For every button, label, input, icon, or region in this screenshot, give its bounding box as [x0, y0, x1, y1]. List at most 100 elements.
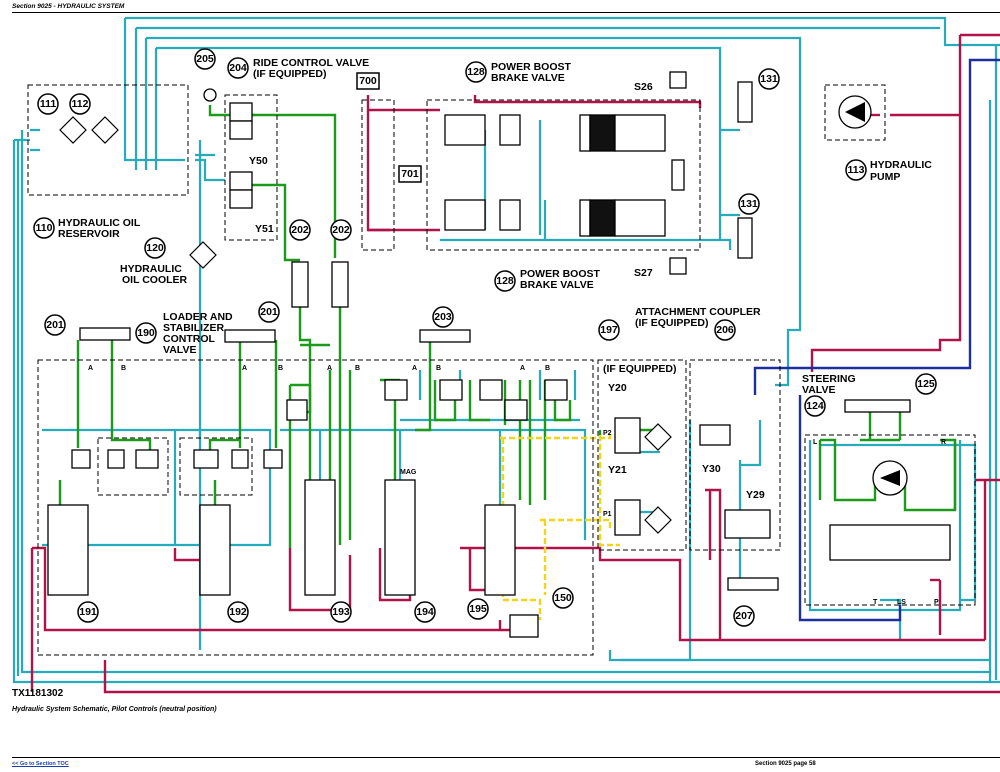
label-y29: Y29: [746, 489, 765, 501]
callout-150: 150: [552, 587, 574, 609]
go-to-section-toc-link[interactable]: << Go to Section TOC: [12, 761, 69, 767]
callout-125: 125: [915, 373, 937, 395]
callout-202a: 202: [289, 219, 311, 241]
label-port-l: L: [813, 439, 818, 446]
load-sense-lines: [753, 58, 1000, 622]
label-port-b-3: B: [355, 365, 360, 372]
label-loader-4: VALVE: [163, 344, 196, 356]
callout-124: 124: [804, 395, 826, 417]
label-port-b-2: B: [278, 365, 283, 372]
label-p2: P2: [603, 430, 612, 437]
svg-text:111: 111: [40, 98, 57, 110]
svg-text:110: 110: [36, 222, 53, 234]
label-reservoir-2: RESERVOIR: [58, 228, 120, 240]
label-port-t: T: [873, 599, 878, 606]
callout-120: 120: [144, 237, 166, 259]
callout-201a: 201: [44, 314, 66, 336]
callout-204: 204: [227, 57, 249, 79]
label-cooler-1: HYDRAULIC: [120, 263, 182, 275]
labels: HYDRAULIC OIL RESERVOIR HYDRAULIC OIL CO…: [58, 57, 946, 606]
callout-201b: 201: [258, 301, 280, 323]
figure-caption: Hydraulic System Schematic, Pilot Contro…: [12, 706, 217, 713]
filters: [59, 116, 672, 534]
svg-text:206: 206: [716, 324, 734, 336]
label-pump-1: HYDRAULIC: [870, 159, 932, 171]
callout-195: 195: [467, 598, 489, 620]
section-header: Section 9025 - HYDRAULIC SYSTEM: [12, 3, 125, 10]
callout-207: 207: [733, 605, 755, 627]
svg-text:124: 124: [806, 400, 824, 412]
callout-113: 113: [845, 159, 867, 181]
callout-128a: 128: [465, 61, 487, 83]
label-mag: MAG: [400, 469, 417, 476]
label-loader-1: LOADER AND: [163, 311, 233, 323]
page-number: Section 9025 page 58: [755, 761, 816, 767]
svg-text:128: 128: [496, 275, 514, 287]
callout-205: 205: [194, 48, 216, 70]
svg-text:202: 202: [332, 224, 350, 236]
svg-text:207: 207: [735, 610, 753, 622]
label-ride-2: (IF EQUIPPED): [253, 68, 327, 80]
svg-text:203: 203: [434, 311, 452, 323]
svg-text:197: 197: [600, 324, 618, 336]
callout-701: 701: [398, 165, 422, 183]
label-p1: P1: [603, 511, 612, 518]
callout-131a: 131: [758, 68, 780, 90]
component-enclosures: [27, 84, 976, 656]
label-port-a-5: A: [520, 365, 525, 372]
callout-131b: 131: [738, 193, 760, 215]
svg-text:202: 202: [291, 224, 309, 236]
label-port-a-4: A: [412, 365, 417, 372]
svg-text:195: 195: [469, 603, 487, 615]
callout-206: 206: [714, 319, 736, 341]
label-y51: Y51: [255, 223, 274, 235]
footer-divider: [12, 757, 1000, 758]
label-ride-1: RIDE CONTROL VALVE: [253, 57, 369, 69]
svg-text:125: 125: [917, 378, 935, 390]
svg-text:120: 120: [146, 242, 164, 254]
callouts: 110 111 112 120 205 204 202 202 128 128 …: [33, 48, 937, 627]
label-port-b-4: B: [436, 365, 441, 372]
svg-text:128: 128: [467, 66, 485, 78]
svg-text:112: 112: [72, 98, 89, 110]
label-port-a-3: A: [327, 365, 332, 372]
label-steering-2: VALVE: [802, 384, 835, 396]
callout-190: 190: [135, 322, 157, 344]
svg-text:193: 193: [332, 606, 350, 618]
label-port-p: P: [934, 599, 939, 606]
callout-700: 700: [356, 72, 380, 90]
header-divider: [12, 12, 1000, 13]
steering-motor-arrow: [880, 470, 900, 486]
svg-text:201: 201: [260, 306, 278, 318]
svg-text:131: 131: [740, 198, 758, 210]
callout-111: 111: [37, 93, 59, 115]
label-s26: S26: [634, 81, 653, 93]
pump-arrow: [845, 102, 865, 122]
svg-text:192: 192: [229, 606, 247, 618]
svg-text:191: 191: [79, 606, 97, 618]
svg-text:201: 201: [46, 319, 64, 331]
label-y30: Y30: [702, 463, 721, 475]
label-pbb-bot-2: BRAKE VALVE: [520, 279, 594, 291]
label-cooler-2: OIL COOLER: [122, 274, 188, 286]
svg-text:131: 131: [760, 73, 778, 85]
label-y50: Y50: [249, 155, 268, 167]
label-pump-2: PUMP: [870, 171, 900, 183]
label-y21: Y21: [608, 464, 627, 476]
svg-text:204: 204: [229, 62, 247, 74]
valve-symbols: [47, 71, 951, 638]
svg-text:194: 194: [416, 606, 434, 618]
label-port-b-1: B: [121, 365, 126, 372]
callout-202b: 202: [330, 219, 352, 241]
callout-197: 197: [598, 319, 620, 341]
label-port-a-1: A: [88, 365, 93, 372]
label-s27: S27: [634, 267, 653, 279]
label-port-ls: LS: [897, 599, 906, 606]
label-pbb-bot-1: POWER BOOST: [520, 268, 601, 280]
callout-194: 194: [414, 601, 436, 623]
figure-code: TX1181302: [12, 688, 64, 699]
label-pbb-top-2: BRAKE VALVE: [491, 72, 565, 84]
svg-text:701: 701: [401, 168, 419, 180]
callout-191: 191: [77, 601, 99, 623]
